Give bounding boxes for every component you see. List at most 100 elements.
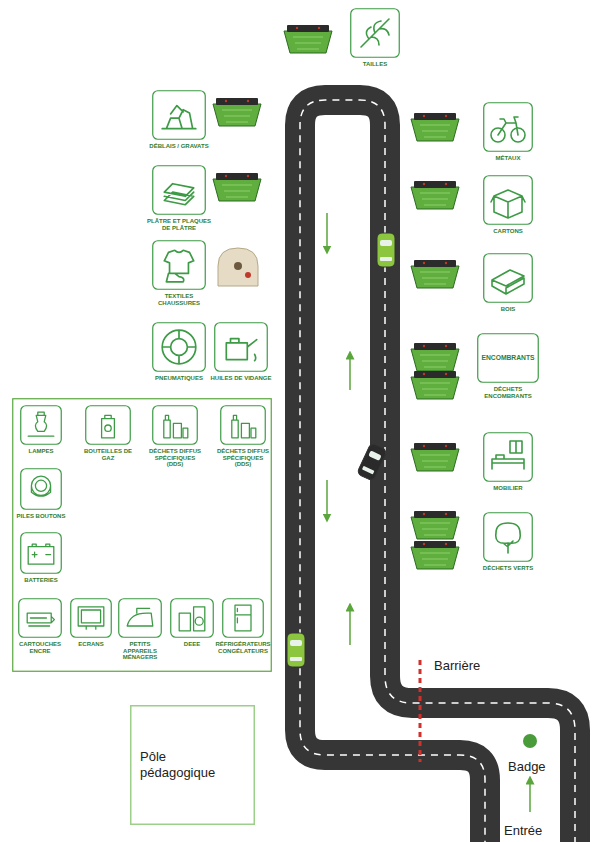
pictogram — [78, 607, 104, 629]
box-border — [351, 9, 400, 58]
box-outline — [350, 8, 400, 58]
pictogram — [162, 106, 196, 129]
small-items-panel: LAMPESBOUTEILLES DE GAZDÉCHETS DIFFUS SP… — [12, 398, 272, 672]
box-outline — [152, 405, 198, 445]
box-text: Pôle pédagogique — [140, 749, 235, 782]
icon-label: HUILES DE VIDANGE — [208, 375, 274, 382]
icon-box: CARTONS — [483, 175, 533, 225]
pictogram — [162, 330, 196, 364]
direction-arrow — [326, 213, 328, 250]
box-border — [484, 254, 533, 303]
icon-label: BOIS — [477, 306, 539, 313]
skip-container — [411, 541, 459, 569]
icon-label: DEEE — [164, 641, 220, 648]
icon-box: PILES BOUTONS — [20, 468, 62, 510]
icon-label: DÉCHETS VERTS — [477, 565, 539, 572]
icon-label: PILES BOUTONS — [14, 513, 68, 520]
icon-label: PNEUMATIQUES — [146, 375, 212, 382]
pictogram-stroke — [127, 608, 153, 626]
road-centre-line — [300, 100, 575, 842]
direction-arrow — [529, 780, 531, 812]
pictogram — [235, 605, 251, 631]
pictogram-stroke — [232, 415, 256, 437]
box-border — [153, 91, 206, 140]
box-outline — [483, 432, 533, 482]
pictogram — [491, 117, 525, 142]
box-text: ENCOMBRANTS — [481, 354, 534, 361]
icon-box: TEXTILES CHAUSSURES — [152, 240, 206, 290]
pictogram — [361, 19, 389, 47]
pictogram — [28, 412, 54, 436]
icon-label: CARTONS — [477, 228, 539, 235]
icon-label: BATTERIES — [14, 577, 68, 584]
skip-container — [213, 173, 261, 201]
pictogram-stroke — [164, 250, 193, 281]
box-border — [484, 176, 533, 225]
pictogram-stroke — [492, 270, 524, 294]
icon-box: RÉFRIGÉRATEURS CONGÉLATEURS — [222, 598, 264, 638]
box-border — [153, 166, 206, 215]
pictogram-stroke — [179, 607, 205, 631]
barrier-line — [419, 660, 422, 762]
box-border — [171, 599, 214, 638]
pictogram-stroke — [28, 412, 54, 436]
pictogram-stroke — [78, 607, 104, 629]
icon-label: CARTOUCHES ENCRE — [12, 641, 68, 654]
icon-box: CARTOUCHES ENCRE — [18, 598, 62, 638]
box-border — [21, 533, 62, 574]
icon-label: PLÂTRE ET PLAQUES DE PLÂTRE — [146, 218, 212, 231]
icon-label: BOUTEILLES DE GAZ — [79, 448, 137, 461]
icon-box: DÉCHETS DIFFUS SPÉCIFIQUES (DDS) — [220, 405, 266, 445]
icon-box: ENCOMBRANTSDÉCHETS ENCOMBRANTS — [477, 333, 539, 383]
skip-container — [411, 443, 459, 471]
box-border — [13, 399, 272, 672]
box-outline — [152, 240, 206, 290]
box-outline — [20, 532, 62, 574]
icon-box: PNEUMATIQUES — [152, 322, 206, 372]
pictogram — [31, 476, 50, 496]
box-outline — [483, 512, 533, 562]
box-border — [19, 599, 62, 638]
icon-box: DÉCHETS VERTS — [483, 512, 533, 562]
icon-label: DÉCHETS DIFFUS SPÉCIFIQUES (DDS) — [216, 448, 270, 468]
box-outline — [152, 165, 206, 215]
skip-container — [411, 113, 459, 141]
direction-arrow — [349, 355, 351, 390]
icon-label: ECRANS — [64, 641, 118, 648]
box-outline — [222, 598, 264, 638]
pictogram — [232, 415, 256, 437]
box-border — [153, 323, 206, 372]
box-border — [71, 599, 112, 638]
icon-box: BOIS — [483, 253, 533, 303]
zone-box: Pôle pédagogique — [130, 705, 255, 825]
icon-box: PLÂTRE ET PLAQUES DE PLÂTRE — [152, 165, 206, 215]
icon-label: PETITS APPAREILS MÉNAGERS — [112, 641, 168, 661]
icon-box: DEEE — [170, 598, 214, 638]
pictogram-stroke — [28, 544, 54, 564]
box-border — [221, 406, 266, 445]
box-border — [478, 334, 539, 383]
icon-label: DÉCHETS DIFFUS SPÉCIFIQUES (DDS) — [147, 448, 203, 468]
pictogram-stroke — [27, 613, 54, 626]
skip-container — [411, 181, 459, 209]
pictogram-stroke — [164, 415, 188, 437]
box-outline — [118, 598, 162, 638]
box-border — [215, 323, 268, 372]
icon-box: BOUTEILLES DE GAZ — [85, 405, 131, 445]
icon-label: DÉCHETS ENCOMBRANTS — [471, 386, 545, 399]
car — [357, 443, 388, 481]
box-outline — [85, 405, 131, 445]
pictogram — [492, 441, 524, 469]
pictogram-stroke — [226, 339, 256, 361]
pictogram-stroke — [496, 523, 521, 553]
pictogram-stroke — [162, 106, 196, 129]
skip-container — [284, 25, 332, 53]
pictogram-stroke — [492, 441, 524, 469]
box-outline — [18, 598, 62, 638]
pictogram — [164, 184, 193, 205]
pictogram-stroke — [162, 330, 196, 364]
box-border — [223, 599, 264, 638]
badge-dot — [523, 734, 537, 748]
box-border — [484, 103, 533, 152]
